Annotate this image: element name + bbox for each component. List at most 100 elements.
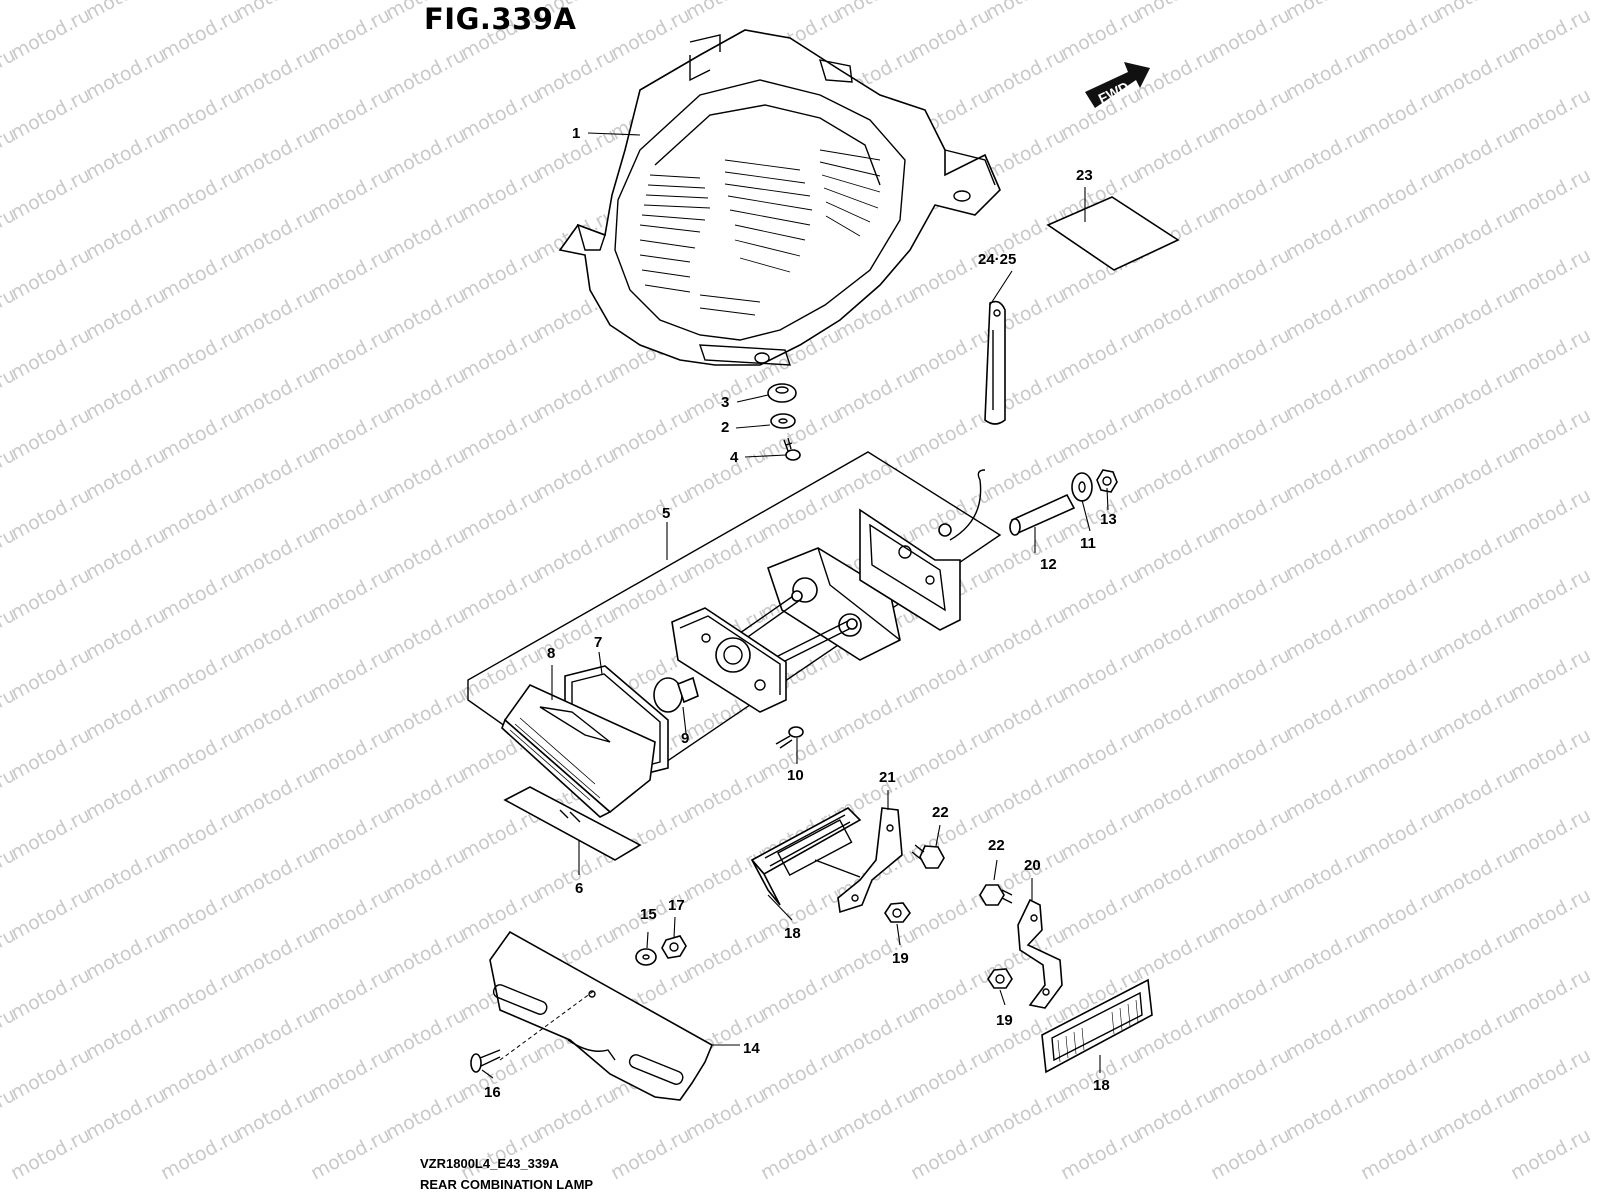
watermark-text: motod.ru: [1432, 604, 1519, 664]
watermark-text: motod.ru: [607, 1124, 694, 1184]
watermark-text: motod.ru: [1282, 844, 1369, 904]
watermark-text: motod.ru: [982, 684, 1069, 744]
watermark-text: motod.ru: [157, 564, 244, 624]
watermark-text: motod.ru: [532, 524, 619, 584]
diagram-caption: REAR COMBINATION LAMP: [420, 1177, 594, 1192]
watermark-text: motod.ru: [1357, 884, 1444, 944]
watermark-text: motod.ru: [82, 1084, 169, 1144]
watermark-text: motod.ru: [1132, 844, 1219, 904]
watermark-text: motod.ru: [457, 84, 544, 144]
watermark-text: motod.ru: [382, 284, 469, 344]
watermark-text: motod.ru: [157, 644, 244, 704]
callout-7: 7: [594, 634, 602, 651]
watermark-text: motod.ru: [157, 484, 244, 544]
watermark-text: motod.ru: [382, 924, 469, 984]
watermark-text: motod.ru: [982, 1084, 1069, 1144]
watermark-text: motod.ru: [1282, 444, 1369, 504]
watermark-text: motod.ru: [1132, 124, 1219, 184]
watermark-text: motod.ru: [982, 44, 1069, 104]
watermark-text: motod.ru: [82, 444, 169, 504]
watermark-text: motod.ru: [1207, 324, 1294, 384]
watermark-text: motod.ru: [1132, 764, 1219, 824]
watermark-text: motod.ru: [1207, 804, 1294, 864]
watermark-text: motod.ru: [532, 364, 619, 424]
watermark-text: motod.ru: [1282, 764, 1369, 824]
watermark-text: motod.ru: [1207, 404, 1294, 464]
watermark-text: motod.ru: [7, 4, 94, 64]
watermark-text: motod.ru: [382, 124, 469, 184]
watermark-text: motod.ru: [157, 964, 244, 1024]
callout-1: 1: [572, 125, 580, 142]
watermark-text: motod.ru: [7, 1124, 94, 1184]
watermark-text: motod.ru: [1507, 244, 1594, 304]
watermark-text: motod.ru: [307, 804, 394, 864]
watermark-text: motod.ru: [1132, 684, 1219, 744]
watermark-text: motod.ru: [1057, 4, 1144, 64]
watermark-text: motod.ru: [1432, 444, 1519, 504]
watermark-text: motod.ru: [982, 764, 1069, 824]
watermark-text: motod.ru: [1282, 44, 1369, 104]
watermark-text: motod.ru: [1057, 564, 1144, 624]
watermark-text: motod.ru: [1132, 364, 1219, 424]
screw-bracket: [470, 1049, 501, 1073]
callout-12: 12: [1040, 556, 1057, 573]
callout-8: 8: [547, 645, 555, 662]
watermark-text: motod.ru: [682, 764, 769, 824]
watermark-text: motod.ru: [1282, 924, 1369, 984]
watermark-text: motod.ru: [232, 124, 319, 184]
watermark-text: motod.ru: [457, 324, 544, 384]
watermark-text: motod.ru: [382, 1004, 469, 1064]
watermark-text: motod.ru: [1207, 724, 1294, 784]
watermark-text: motod.ru: [457, 404, 544, 464]
watermark-text: motod.ru: [82, 924, 169, 984]
bolt-left: [911, 844, 945, 869]
watermark-text: motod.ru: [457, 564, 544, 624]
callout-2: 2: [721, 419, 729, 436]
watermark-text: motod.ru: [1207, 4, 1294, 64]
grommet: [767, 383, 797, 403]
watermark-text: motod.ru: [457, 1124, 544, 1184]
watermark-text: motod.ru: [532, 1084, 619, 1144]
watermark-text: motod.ru: [1432, 1084, 1519, 1144]
watermark-text: motod.ru: [1207, 644, 1294, 704]
watermark-text: motod.ru: [1507, 724, 1594, 784]
callout-19-right: 19: [996, 1012, 1013, 1029]
callout-10: 10: [787, 767, 804, 784]
rear-bracket-plate: [489, 930, 714, 1101]
watermark-text: motod.ru: [1132, 924, 1219, 984]
watermark-text: motod.ru: [457, 884, 544, 944]
watermark-text: motod.ru: [232, 604, 319, 664]
watermark-text: motod.ru: [157, 404, 244, 464]
watermark-text: motod.ru: [382, 204, 469, 264]
watermark-text: motod.ru: [757, 1044, 844, 1104]
watermark-text: motod.ru: [1132, 524, 1219, 584]
watermark-text: motod.ru: [1357, 484, 1444, 544]
callout-5: 5: [662, 505, 670, 522]
reflector-left: [750, 807, 862, 906]
watermark-text: motod.ru: [157, 1124, 244, 1184]
watermark-text: motod.ru: [832, 684, 919, 744]
watermark-text: motod.ru: [832, 444, 919, 504]
watermark-text: motod.ru: [82, 0, 169, 24]
watermark-text: motod.ru: [1507, 884, 1594, 944]
watermark-text: motod.ru: [1507, 404, 1594, 464]
watermark-text: motod.ru: [1282, 1004, 1369, 1064]
watermark-text: motod.ru: [82, 284, 169, 344]
washer-right: [1071, 472, 1093, 502]
watermark-text: motod.ru: [1207, 1124, 1294, 1184]
watermark-text: motod.ru: [457, 164, 544, 224]
watermark-text: motod.ru: [1357, 804, 1444, 864]
watermark-text: motod.ru: [382, 444, 469, 504]
watermark-text: motod.ru: [0, 0, 19, 24]
watermark-text: motod.ru: [1357, 244, 1444, 304]
watermark-text: motod.ru: [1432, 124, 1519, 184]
watermark-text: motod.ru: [307, 164, 394, 224]
watermark-text: motod.ru: [82, 684, 169, 744]
callout-22-right: 22: [988, 837, 1005, 854]
watermark-text: motod.ru: [382, 44, 469, 104]
watermark-text: motod.ru: [82, 204, 169, 264]
callout-3: 3: [721, 394, 729, 411]
watermark-text: motod.ru: [1357, 164, 1444, 224]
watermark-text: motod.ru: [1507, 644, 1594, 704]
watermark-text: motod.ru: [232, 204, 319, 264]
